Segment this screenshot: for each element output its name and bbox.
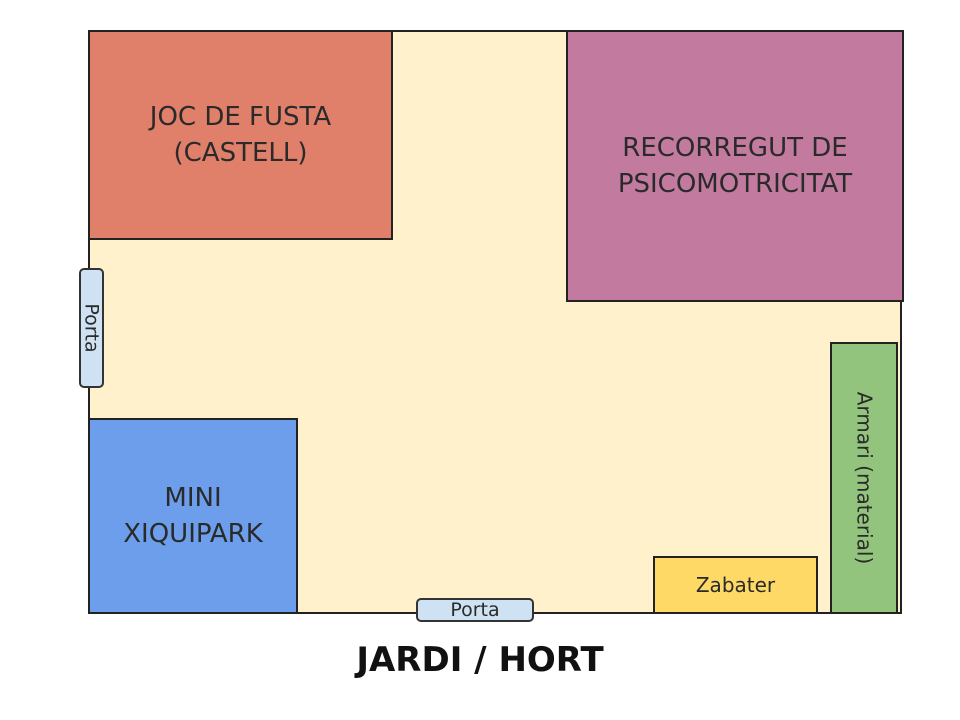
zone-armari: Armari (material) (830, 342, 898, 614)
door-left-label: Porta (80, 303, 103, 353)
zone-armari-label: Armari (material) (852, 391, 877, 565)
garden-caption: JARDI / HORT (356, 640, 604, 680)
door-bottom: Porta (416, 598, 534, 622)
zone-mini-xiquipark-label: MINI XIQUIPARK (123, 482, 263, 549)
zone-recorregut-psicomotricitat: RECORREGUT DE PSICOMOTRICITAT (566, 30, 904, 302)
zone-recorregut-label: RECORREGUT DE PSICOMOTRICITAT (617, 132, 853, 199)
zone-joc-de-fusta: JOC DE FUSTA (CASTELL) (88, 30, 393, 240)
zone-zabater-label: Zabater (695, 573, 776, 597)
zone-zabater: Zabater (653, 556, 818, 614)
door-left: Porta (79, 268, 104, 388)
zone-mini-xiquipark: MINI XIQUIPARK (88, 418, 298, 614)
zone-joc-de-fusta-label: JOC DE FUSTA (CASTELL) (149, 101, 332, 168)
door-bottom-label: Porta (450, 599, 500, 621)
